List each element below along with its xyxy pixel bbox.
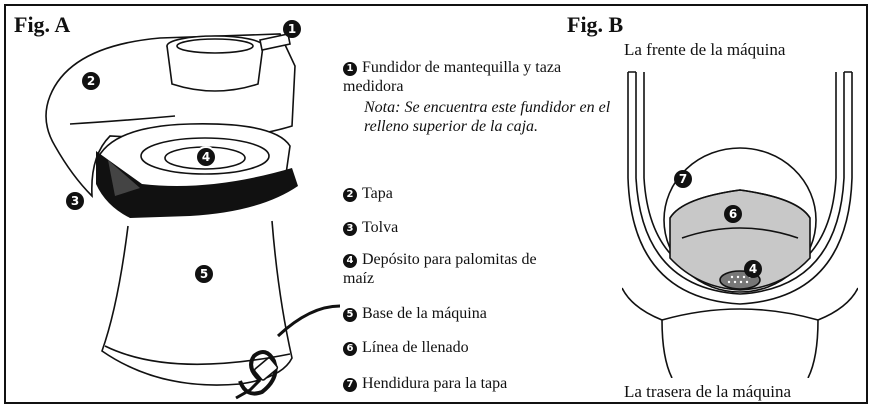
legend-number: 4 [343,254,357,268]
legend-item-3: 3 Tolva [343,218,613,237]
legend-text: Fundidor de mantequilla y taza medidora [343,59,562,95]
callout-a-2: 2 [82,72,100,90]
legend-note: Nota: Se encuentra este fundidor en el r… [364,99,611,135]
legend-text: Tolva [362,219,399,236]
callout-a-4: 4 [195,146,217,168]
legend-item-5: 5 Base de la máquina [343,304,613,323]
popcorn-machine-illustration [45,33,340,400]
legend-number: 7 [343,378,357,392]
legend-number: 6 [343,342,357,356]
callout-b-4: 4 [744,260,762,278]
legend-number: 1 [343,62,357,76]
callout-a-3: 3 [66,192,84,210]
legend-number: 2 [343,188,357,202]
figure-frame [4,4,868,404]
legend-text: Depósito para palomitas de maíz [343,251,537,287]
fig-b-top-caption: La frente de la máquina [624,40,786,59]
callout-a-1: 1 [283,20,301,38]
fig-a-title: Fig. A [14,12,71,37]
callout-b-7: 7 [674,170,692,188]
legend-item-2: 2 Tapa [343,184,613,203]
legend-item-7: 7 Hendidura para la tapa [343,374,613,393]
callout-b-6: 6 [724,205,742,223]
legend-text: Hendidura para la tapa [362,375,508,392]
fig-b-bottom-caption: La trasera de la máquina [624,382,792,401]
fig-b-title: Fig. B [567,12,624,37]
legend-number: 5 [343,308,357,322]
legend-item-6: 6 Línea de llenado [343,338,613,357]
legend-text: Tapa [362,185,393,202]
legend-text: Línea de llenado [362,339,469,356]
legend-number: 3 [343,222,357,236]
callout-a-5: 5 [195,265,213,283]
machine-top-view-illustration [622,71,858,378]
legend-text: Base de la máquina [362,305,487,322]
